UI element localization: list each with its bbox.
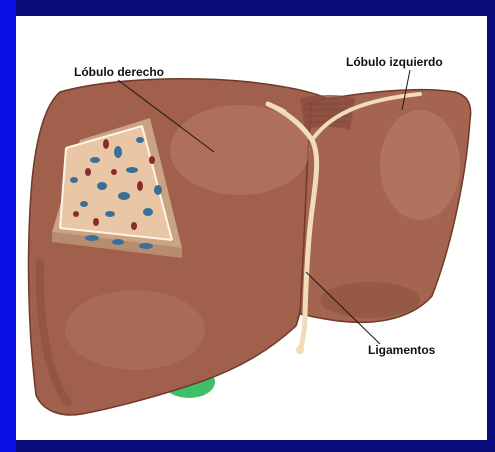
left-lobe-label: Lóbulo izquierdo	[346, 55, 443, 69]
ligaments-label: Ligamentos	[368, 343, 435, 357]
right-lobe-label: Lóbulo derecho	[74, 65, 164, 79]
